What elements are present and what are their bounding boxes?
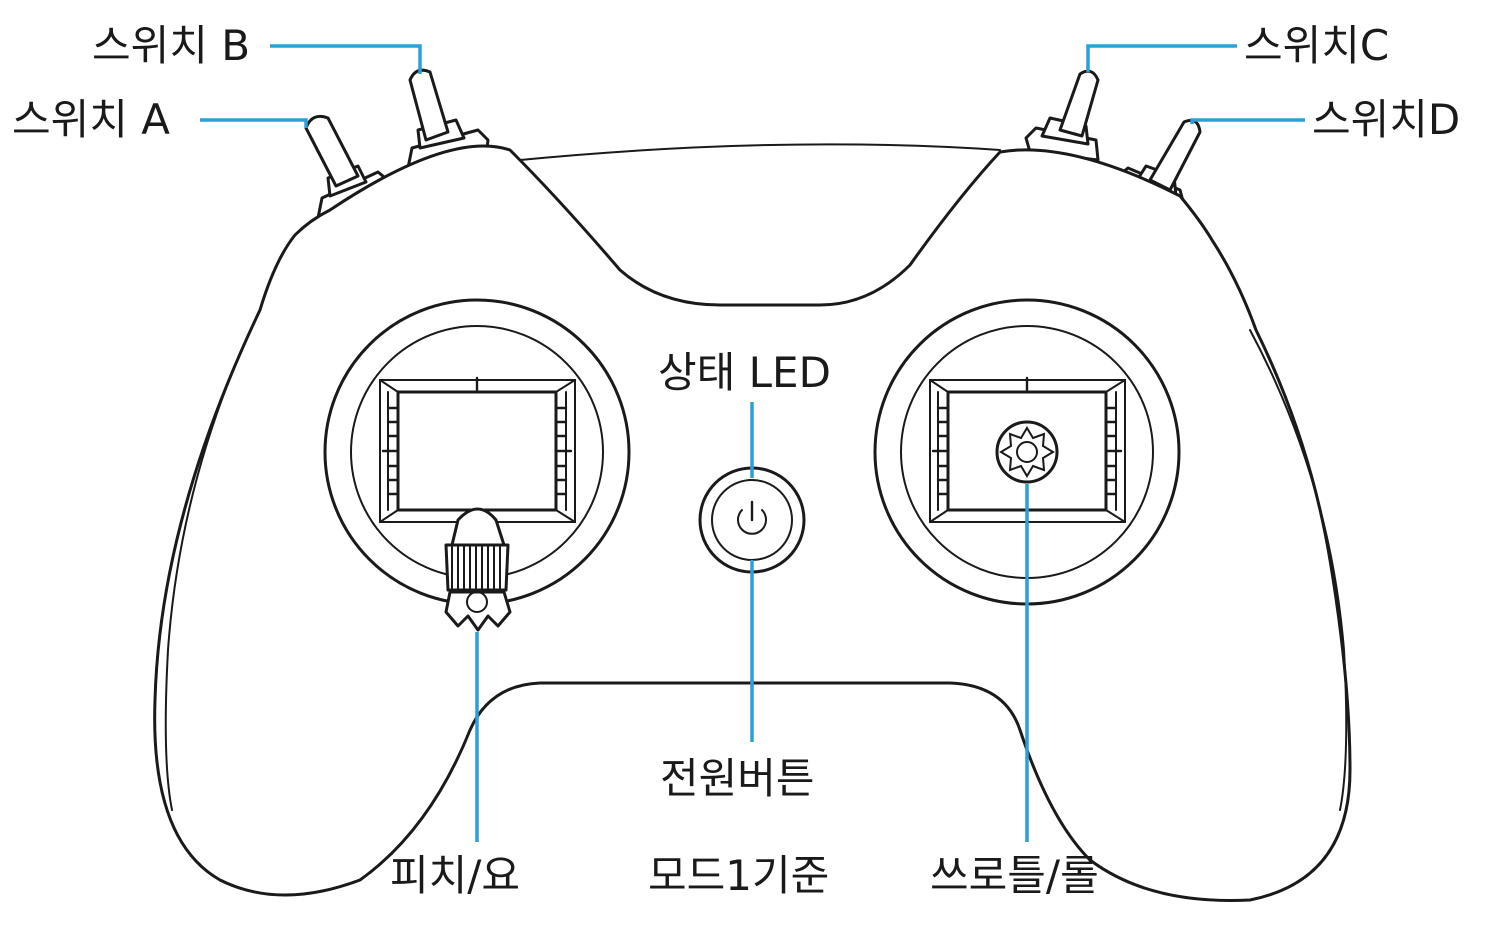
toggle-switch-c <box>1024 69 1100 162</box>
left-gimbal <box>323 298 631 632</box>
label-switch-b: 스위치 B <box>92 21 251 70</box>
label-throttle-roll: 쓰로틀/롤 <box>930 851 1099 900</box>
leader-switch-a <box>200 118 308 128</box>
label-switch-a: 스위치 A <box>12 95 171 144</box>
power-icon <box>737 500 767 535</box>
leader-switch-b <box>270 44 422 74</box>
label-power-button: 전원버튼 <box>660 754 815 803</box>
toggle-switch-b <box>406 68 490 170</box>
power-button <box>698 466 806 574</box>
right-gimbal <box>873 298 1181 606</box>
leader-switch-d <box>1190 118 1305 124</box>
leader-lines <box>200 44 1305 842</box>
leader-switch-c <box>1086 44 1237 72</box>
label-pitch-yaw: 피치/요 <box>390 851 521 900</box>
label-switch-d: 스위치D <box>1312 95 1461 144</box>
label-mode-basis: 모드1기준 <box>648 851 830 900</box>
label-switch-c: 스위치C <box>1244 21 1390 70</box>
label-status-led: 상태 LED <box>658 348 831 397</box>
